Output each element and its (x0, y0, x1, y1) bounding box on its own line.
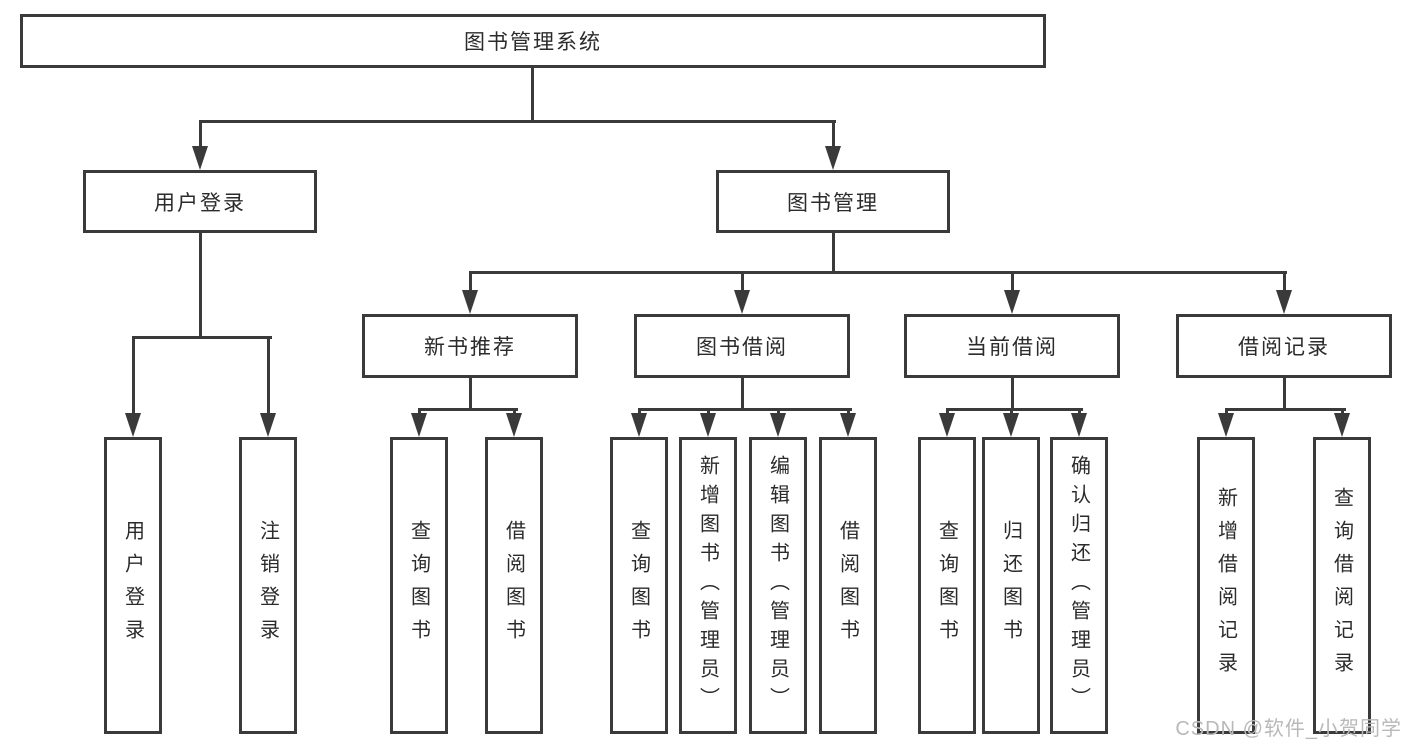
leaf-logout-login: 注销登录 (239, 437, 297, 734)
arrow-down-icon (1276, 290, 1292, 314)
v-line (741, 377, 744, 411)
arrow-down-icon (1334, 413, 1350, 437)
h-line (1225, 408, 1346, 411)
v-line (946, 408, 949, 415)
v-line (469, 271, 472, 292)
leaf-confirm-return-admin: 确认归还（管理员） (1050, 437, 1108, 734)
h-line (418, 408, 518, 411)
arrow-down-icon (1071, 413, 1087, 437)
arrow-down-icon (631, 413, 647, 437)
arrow-down-icon (840, 413, 856, 437)
v-line (469, 377, 472, 411)
arrow-down-icon (192, 146, 208, 170)
leaf-add-borrow-record: 新增借阅记录 (1197, 437, 1255, 734)
arrow-down-icon (411, 413, 427, 437)
leaf-query-books-current: 查询图书 (918, 437, 976, 734)
leaf-user-login: 用户登录 (104, 437, 162, 734)
v-line (1341, 408, 1344, 415)
arrow-down-icon (700, 413, 716, 437)
arrow-down-icon (770, 413, 786, 437)
arrow-down-icon (1218, 413, 1234, 437)
leaf-edit-books-admin: 编辑图书（管理员） (749, 437, 807, 734)
v-line (1283, 377, 1286, 411)
arrow-down-icon (734, 290, 750, 314)
book-borrow-box: 图书借阅 (634, 314, 850, 378)
v-line (638, 408, 641, 415)
v-line (1011, 377, 1014, 411)
system-root-box: 图书管理系统 (20, 14, 1046, 68)
watermark: CSDN @软件_小贺同学 (1175, 718, 1402, 740)
arrow-down-icon (939, 413, 955, 437)
v-line (513, 408, 516, 415)
arrow-down-icon (1004, 290, 1020, 314)
v-line (1010, 408, 1013, 415)
arrow-down-icon (1003, 413, 1019, 437)
leaf-borrow-books-borrow: 借阅图书 (819, 437, 877, 734)
h-line (638, 408, 852, 411)
book-management-box: 图书管理 (716, 170, 950, 233)
h-line (946, 408, 1083, 411)
v-line (1283, 271, 1286, 292)
leaf-borrow-books-recommend: 借阅图书 (485, 437, 543, 734)
arrow-down-icon (260, 413, 276, 437)
new-book-recommend-box: 新书推荐 (362, 314, 578, 378)
leaf-query-books-recommend: 查询图书 (390, 437, 448, 734)
v-line (707, 408, 710, 415)
v-line (1011, 271, 1014, 292)
leaf-query-borrow-record: 查询借阅记录 (1313, 437, 1371, 734)
h-line (199, 120, 836, 123)
v-line (832, 232, 835, 274)
v-line (1225, 408, 1228, 415)
v-line (132, 336, 135, 415)
v-line (1078, 408, 1081, 415)
v-line (418, 408, 421, 415)
leaf-return-books: 归还图书 (982, 437, 1040, 734)
arrow-down-icon (462, 290, 478, 314)
leaf-query-books-borrow: 查询图书 (610, 437, 668, 734)
arrow-down-icon (825, 146, 841, 170)
arrow-down-icon (506, 413, 522, 437)
v-line (267, 336, 270, 415)
current-borrow-box: 当前借阅 (904, 314, 1120, 378)
borrow-record-box: 借阅记录 (1176, 314, 1392, 378)
v-line (847, 408, 850, 415)
v-line (832, 120, 835, 148)
h-line (469, 271, 1287, 274)
v-line (777, 408, 780, 415)
v-line (199, 120, 202, 148)
h-line (132, 336, 272, 339)
v-line (531, 67, 534, 123)
leaf-add-books-admin: 新增图书（管理员） (679, 437, 737, 734)
arrow-down-icon (125, 413, 141, 437)
v-line (741, 271, 744, 292)
user-login-box: 用户登录 (83, 170, 317, 233)
v-line (199, 232, 202, 339)
